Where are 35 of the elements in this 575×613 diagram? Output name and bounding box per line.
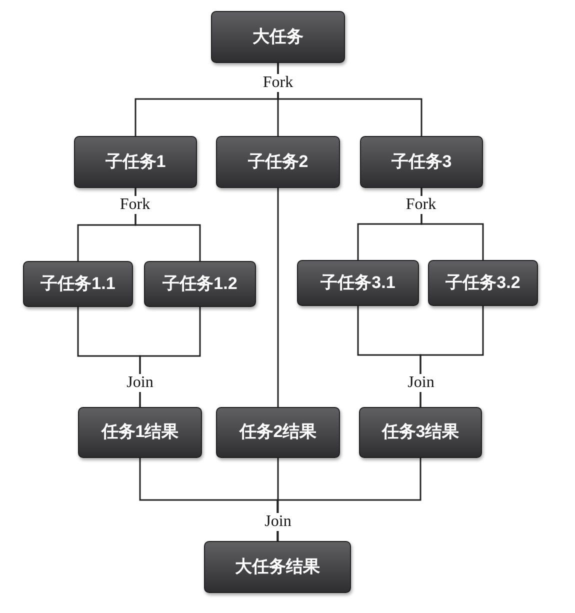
task-box	[74, 136, 197, 188]
edge-label: Fork	[118, 196, 152, 214]
edge-label: Fork	[404, 196, 438, 214]
task-label: 任务2结果	[239, 422, 317, 443]
task-label: 子任务3.1	[320, 272, 396, 294]
task-label: 子任务1.2	[162, 274, 238, 294]
task-box	[23, 261, 133, 307]
task-label: 子任务1.1	[40, 274, 116, 294]
task-box	[297, 260, 419, 306]
task-box	[216, 407, 340, 458]
task-box	[211, 11, 345, 63]
connector-line	[277, 63, 422, 136]
connector-line	[139, 307, 201, 407]
connector-line	[277, 188, 279, 407]
task-box	[144, 261, 256, 307]
task-label: 任务3结果	[382, 422, 460, 443]
edge-label: Fork	[260, 74, 296, 92]
task-box	[360, 136, 483, 188]
task-label: 子任务3.2	[446, 272, 520, 294]
task-label: 任务1结果	[101, 422, 179, 443]
task-box	[204, 541, 351, 593]
task-label: 子任务1	[105, 152, 166, 172]
task-box	[359, 407, 482, 458]
task-label: 大任务结果	[235, 556, 320, 578]
task-label: 子任务2	[248, 152, 308, 172]
connector-line	[276, 458, 422, 541]
edge-label: Join	[124, 374, 156, 392]
edge-label: Join	[406, 374, 436, 392]
task-label: 子任务3	[391, 152, 452, 172]
task-box	[428, 260, 538, 306]
task-label: 大任务	[252, 26, 304, 48]
task-box	[78, 407, 202, 458]
task-box	[216, 136, 340, 188]
connector-line	[420, 306, 484, 407]
edge-label: Join	[262, 513, 294, 531]
